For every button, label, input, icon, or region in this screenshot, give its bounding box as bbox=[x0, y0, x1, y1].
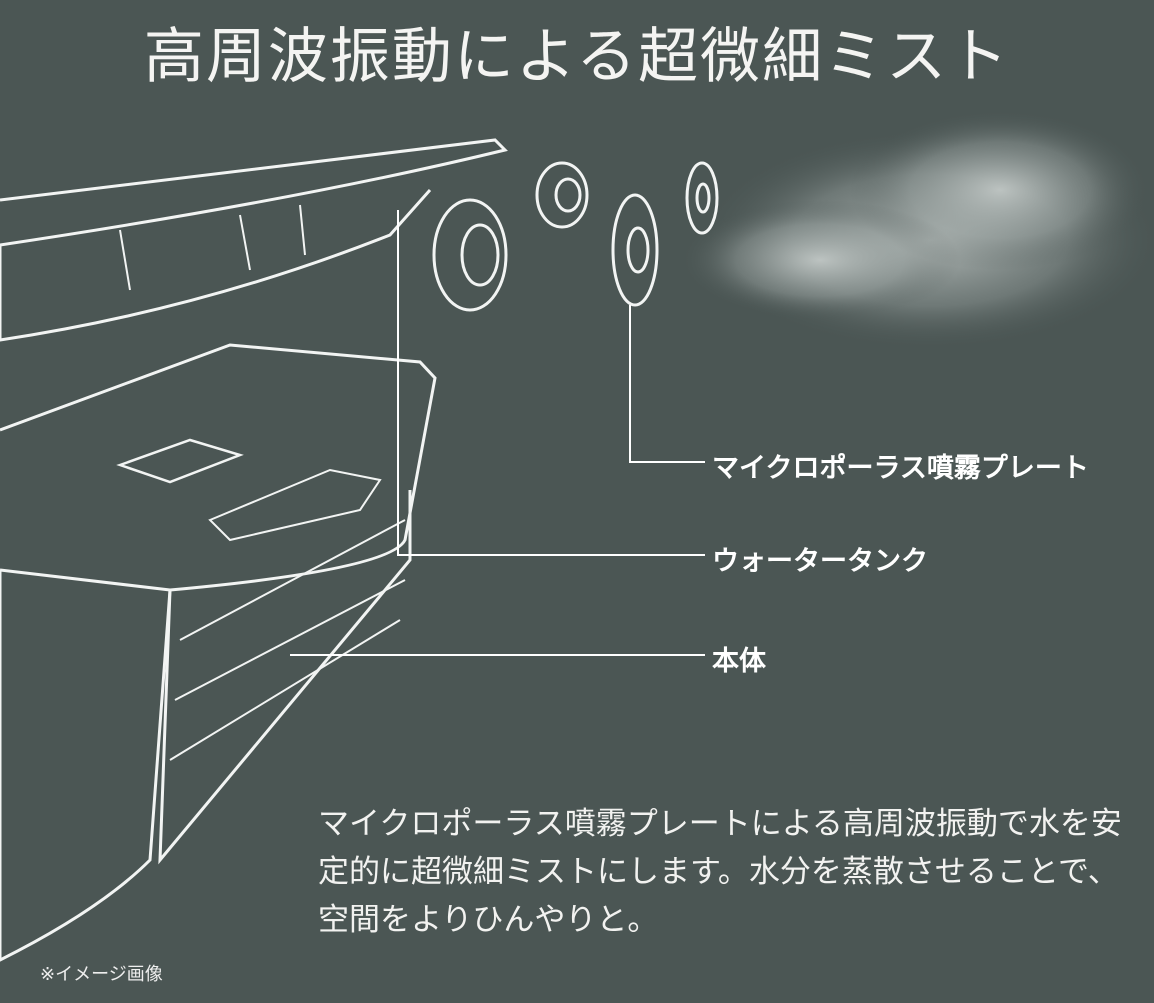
tank-outline bbox=[0, 343, 437, 592]
body-outline bbox=[0, 490, 412, 962]
label-water-tank: ウォータータンク bbox=[712, 546, 928, 577]
lid-outline bbox=[0, 138, 508, 342]
image-note: ※イメージ画像 bbox=[40, 964, 163, 985]
label-microporous-plate: マイクロポーラス噴霧プレート bbox=[712, 453, 1089, 484]
description-text: マイクロポーラス噴霧プレートによる高周波振動で水を安定的に超微細ミストにします。… bbox=[318, 806, 1122, 938]
label-main-body: 本体 bbox=[712, 646, 766, 677]
page-title: 高周波振動による超微細ミスト bbox=[143, 22, 1011, 92]
callout-lines bbox=[290, 210, 705, 656]
plate-parts bbox=[432, 161, 719, 312]
mist-cloud bbox=[680, 110, 1154, 350]
